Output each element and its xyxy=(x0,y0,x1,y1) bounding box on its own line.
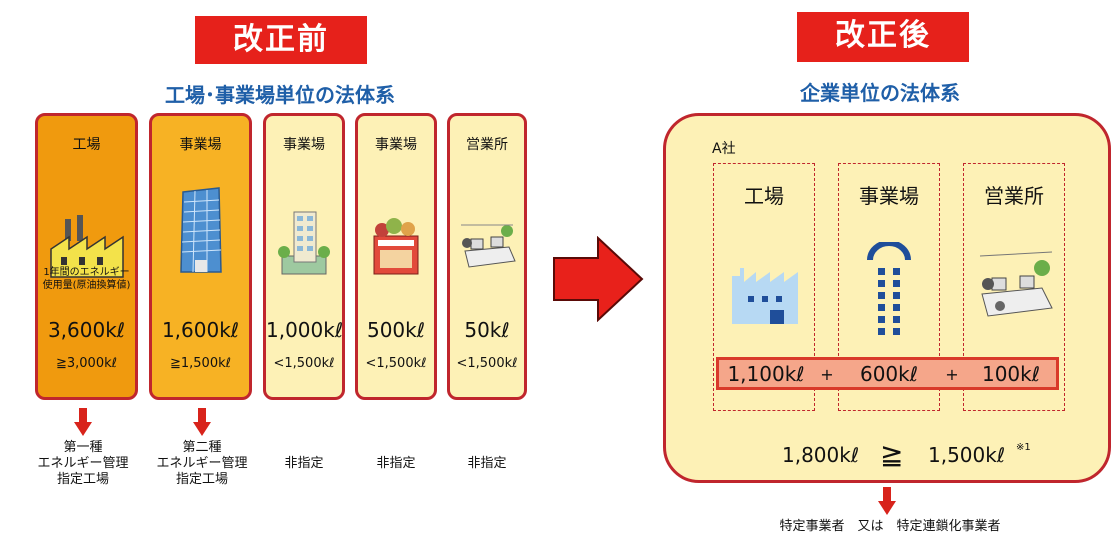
office-desk-icon xyxy=(461,224,516,268)
total-value: 1,800kℓ xyxy=(782,443,860,467)
card-condition: <1,500kℓ xyxy=(456,356,518,371)
after-banner: 改正後 xyxy=(797,12,969,62)
unit-amount: 1,100kℓ xyxy=(727,362,805,386)
office-building-icon xyxy=(867,242,911,335)
card-amount: 500kℓ xyxy=(366,318,426,342)
category-non-designated: 非指定 xyxy=(263,456,345,472)
card-amount: 1,000kℓ xyxy=(266,318,344,342)
after-category: 特定事業者 又は 特定連鎖化事業者 xyxy=(779,519,1001,534)
down-arrow-icon xyxy=(878,487,896,515)
category-non-designated: 非指定 xyxy=(355,456,437,472)
category-line: エネルギー管理 xyxy=(37,456,129,471)
category-line: 非指定 xyxy=(467,456,507,471)
card-condition: ≧1,500kℓ xyxy=(169,356,231,371)
usage-sum-bar xyxy=(716,357,1059,390)
category-line: 非指定 xyxy=(376,456,416,471)
plus-sign: + xyxy=(945,365,959,384)
card-amount: 1,600kℓ xyxy=(161,318,240,342)
category-non-designated: 非指定 xyxy=(447,456,527,472)
usage-label: 1年間のエネルギー 使用量(原油換算値) xyxy=(38,266,135,292)
after-subtitle: 企業単位の法体系 xyxy=(800,81,960,105)
factory-icon xyxy=(49,215,124,278)
unit-amount: 600kℓ xyxy=(859,362,919,386)
category-line: エネルギー管理 xyxy=(156,456,248,471)
category-line: 第一種 xyxy=(63,440,103,455)
card-name: 営業所 xyxy=(466,137,508,153)
geq-sign: ≧ xyxy=(880,438,904,471)
before-card-sales-office: 営業所 50kℓ <1,500kℓ xyxy=(447,113,527,400)
usage-line-1: 1年間のエネルギー xyxy=(43,267,130,278)
card-name: 事業場 xyxy=(179,137,222,153)
before-banner: 改正前 xyxy=(195,16,367,64)
threshold-value: 1,500kℓ xyxy=(928,443,1006,467)
plus-sign: + xyxy=(820,365,834,384)
shop-icon xyxy=(373,218,419,275)
card-condition: <1,500kℓ xyxy=(365,356,427,371)
card-condition: <1,500kℓ xyxy=(273,356,335,371)
category-type1: 第一種 エネルギー管理 指定工場 xyxy=(18,440,148,488)
down-arrow-icon xyxy=(193,408,211,436)
category-line: 指定工場 xyxy=(175,472,228,487)
unit-name: 工場 xyxy=(744,184,784,208)
office-tower-icon xyxy=(179,187,222,273)
before-card-office-1: 事業場 1,600kℓ ≧1,500kℓ xyxy=(149,113,252,400)
before-card-office-3: 事業場 500kℓ <1,500kℓ xyxy=(355,113,437,400)
factory-icon xyxy=(732,268,798,324)
card-condition: ≧3,000kℓ xyxy=(55,356,117,371)
company-label: A社 xyxy=(712,141,736,157)
category-line: 非指定 xyxy=(284,456,324,471)
card-amount: 3,600kℓ xyxy=(47,318,126,342)
card-name: 事業場 xyxy=(375,137,417,153)
usage-line-2: 使用量(原油換算値) xyxy=(42,280,131,291)
before-subtitle: 工場･事業場単位の法体系 xyxy=(165,83,395,107)
unit-name: 事業場 xyxy=(859,184,919,208)
card-name: 事業場 xyxy=(283,137,325,153)
before-card-factory: 工場 1年間のエネルギー 使用量(原油換算値) 3,600kℓ ≧3,000kℓ xyxy=(35,113,138,400)
card-amount: 50kℓ xyxy=(464,318,510,342)
category-line: 指定工場 xyxy=(56,472,109,487)
card-name: 工場 xyxy=(72,137,101,153)
category-line: 第二種 xyxy=(182,440,222,455)
sales-office-icon xyxy=(979,251,1053,317)
footnote-mark: ※1 xyxy=(1016,442,1031,453)
transition-arrow-icon xyxy=(553,236,644,322)
apartment-building-icon xyxy=(278,211,330,275)
down-arrow-icon xyxy=(74,408,92,436)
unit-name: 営業所 xyxy=(984,184,1044,208)
category-type2: 第二種 エネルギー管理 指定工場 xyxy=(137,440,267,488)
before-card-office-2: 事業場 1,000kℓ <1,500kℓ xyxy=(263,113,345,400)
unit-amount: 100kℓ xyxy=(981,362,1041,386)
